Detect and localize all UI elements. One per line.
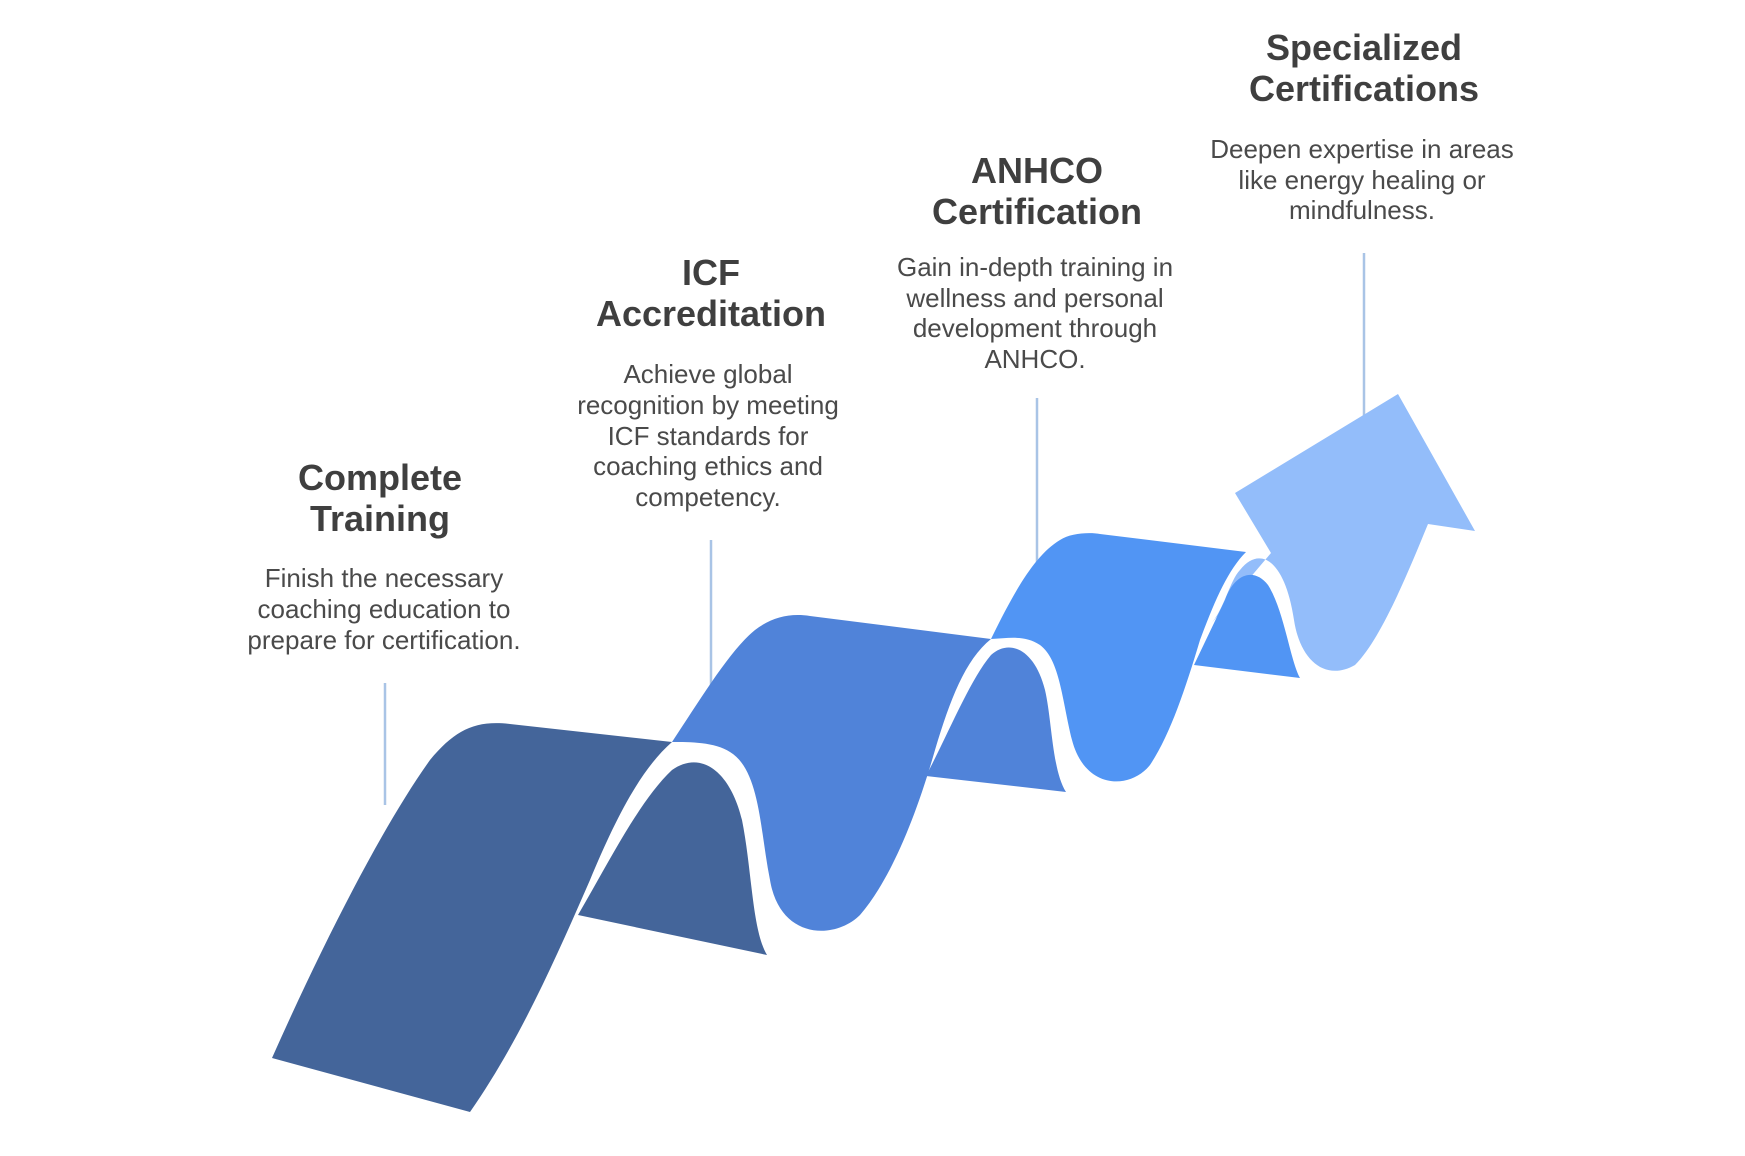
ribbon-step-1 <box>272 723 672 1112</box>
step-title: Training <box>310 498 450 539</box>
step-description: ANHCO. <box>984 344 1085 374</box>
step-description: recognition by meeting <box>577 390 839 420</box>
step-description: mindfulness. <box>1289 195 1435 225</box>
step-title: ANHCO <box>971 150 1103 191</box>
step-icf-accreditation: ICF Accreditation Achieve global recogni… <box>577 252 839 512</box>
step-description: Achieve global <box>623 359 792 389</box>
ribbon-fold-step-2 <box>578 762 767 955</box>
step-description: development through <box>913 313 1157 343</box>
ribbon-fold-step-4 <box>1194 574 1300 678</box>
step-title: Certifications <box>1249 68 1479 109</box>
step-description: Finish the necessary <box>265 563 503 593</box>
step-description: Gain in-depth training in <box>897 252 1173 282</box>
step-title: ICF <box>682 252 740 293</box>
step-description: Deepen expertise in areas <box>1210 134 1514 164</box>
step-description: coaching ethics and <box>593 451 823 481</box>
arrow-head-specialized-certifications <box>1210 394 1475 671</box>
step-title: Complete <box>298 457 462 498</box>
step-complete-training: Complete Training Finish the necessary c… <box>247 457 520 655</box>
step-description: competency. <box>635 482 780 512</box>
ribbon-step-2 <box>672 615 991 931</box>
ribbon-fold-step-3 <box>926 647 1066 792</box>
step-description: prepare for certification. <box>247 625 520 655</box>
step-title: Specialized <box>1266 27 1462 68</box>
step-title: Certification <box>932 191 1142 232</box>
step-title: Accreditation <box>596 293 826 334</box>
step-description: like energy healing or <box>1238 165 1485 195</box>
step-specialized-certifications: Specialized Certifications Deepen expert… <box>1210 27 1514 225</box>
step-description: coaching education to <box>258 594 511 624</box>
step-anhco-certification: ANHCO Certification Gain in-depth traini… <box>897 150 1173 374</box>
ribbon-step-3 <box>991 533 1246 782</box>
step-description: wellness and personal <box>905 283 1163 313</box>
step-description: ICF standards for <box>608 421 809 451</box>
